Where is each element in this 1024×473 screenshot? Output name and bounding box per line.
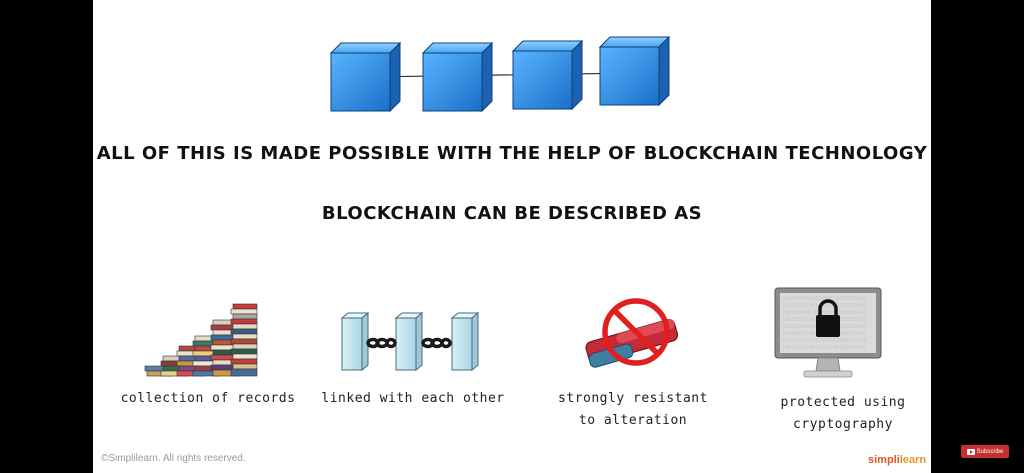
locked-monitor-icon: 0110100101101001011010011010 10100110100… [774, 287, 882, 378]
label-collection-of-records: collection of records [120, 391, 296, 406]
svg-text:0101101001101001011010010110: 0101101001101001011010010110 [782, 310, 866, 316]
cube-1 [329, 41, 402, 113]
copyright-text: ©Simplilearn. All rights reserved. [101, 453, 246, 464]
blockchain-cubes-icon [329, 35, 671, 113]
subheadline: BLOCKCHAIN CAN BE DESCRIBED AS [321, 203, 703, 224]
chained-blocks-icon [340, 311, 480, 372]
simplilearn-logo: simplilearn [868, 454, 927, 466]
label-protected-using-cryptography: protected using cryptography [780, 395, 906, 432]
svg-text:1001011010010110100110100101: 1001011010010110100110100101 [782, 345, 866, 351]
headline: ALL OF THIS IS MADE POSSIBLE WITH THE HE… [96, 143, 928, 164]
svg-text:0110100101101001011010011010: 0110100101101001011010011010 [782, 296, 866, 302]
youtube-icon [966, 448, 975, 455]
slide: ALL OF THIS IS MADE POSSIBLE WITH THE HE… [93, 0, 931, 473]
no-eraser-icon [585, 298, 679, 368]
label-linked-with-each-other: linked with each other [321, 391, 505, 406]
svg-text:0101101001101001011010010110: 0101101001101001011010010110 [782, 338, 866, 344]
subscribe-button[interactable]: Subscribe [961, 445, 1009, 458]
label-strongly-resistant-to-alteration: strongly resistant to alteration [558, 391, 708, 428]
cube-4 [598, 35, 671, 107]
books-stack-icon [144, 303, 258, 377]
svg-text:1010011010010110100101101001: 1010011010010110100101101001 [782, 303, 866, 309]
cube-3 [511, 39, 584, 111]
cube-2 [421, 41, 494, 113]
